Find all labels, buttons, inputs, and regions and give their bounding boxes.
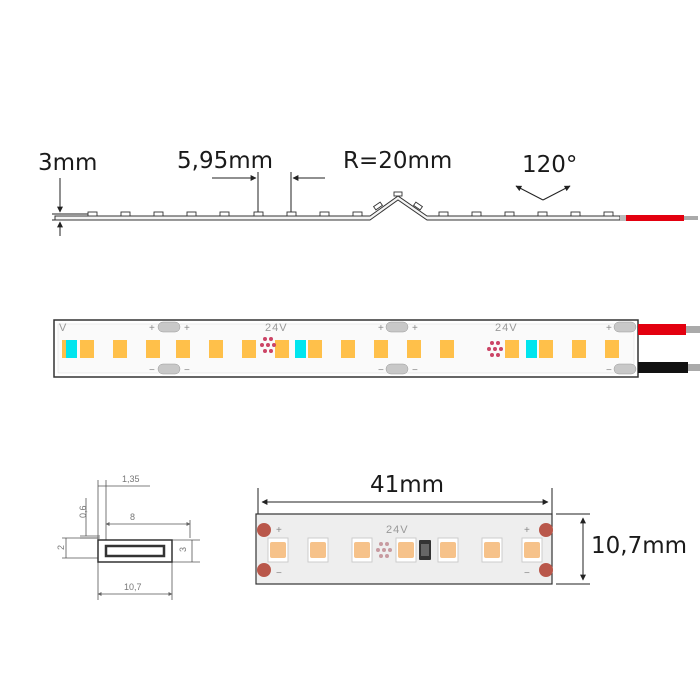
led-chip	[242, 340, 256, 358]
resistor-chip	[526, 340, 537, 358]
led-chip	[176, 340, 190, 358]
dim-3: 3	[178, 547, 188, 552]
dim-2: 2	[56, 545, 66, 550]
resistor-chip	[66, 340, 77, 358]
led-row	[62, 340, 619, 358]
closeup-led-lens	[524, 542, 540, 558]
copper-pads	[257, 523, 553, 577]
led-chip	[605, 340, 619, 358]
plus-mark: +	[276, 525, 282, 536]
led-chip	[341, 340, 355, 358]
plus-mark: +	[606, 323, 612, 334]
closeup-led-lens	[440, 542, 456, 558]
minus-mark: −	[149, 365, 155, 376]
wire-positive	[638, 324, 686, 335]
strip-top-view: V 24V 24V + + + + + − − − − −	[53, 319, 700, 378]
strip-width-label: 10,7mm	[591, 533, 687, 559]
led-chip	[539, 340, 553, 358]
ic-chip	[487, 341, 503, 357]
led-chip	[209, 340, 223, 358]
resistor-chip	[295, 340, 306, 358]
height-dimension	[52, 178, 90, 236]
minus-mark: −	[524, 568, 530, 579]
led-chip	[146, 340, 160, 358]
minus-mark: −	[606, 365, 612, 376]
minus-mark: −	[184, 365, 190, 376]
led-chip	[505, 340, 519, 358]
plus-mark: +	[412, 323, 418, 334]
plus-mark: +	[149, 323, 155, 334]
side-view: 3mm 5,95mm R=20mm 120°	[38, 148, 698, 236]
plus-mark: +	[184, 323, 190, 334]
dim-0-6: 0,6	[78, 505, 88, 518]
side-wire-red	[626, 215, 684, 221]
led-chip	[374, 340, 388, 358]
height-label: 3mm	[38, 150, 97, 176]
closeup-led-lens	[484, 542, 500, 558]
closeup-led-lens	[354, 542, 370, 558]
corner-mark: V	[59, 322, 67, 334]
profile-cross-section: 1,35 0,6 8 2 3 10,7	[56, 474, 200, 600]
minus-mark: −	[378, 365, 384, 376]
voltage-mark-2: 24V	[495, 322, 518, 334]
dim-10-7: 10,7	[124, 582, 142, 592]
led-chip	[572, 340, 586, 358]
width-label: 41mm	[370, 472, 444, 498]
angle-arrows	[515, 185, 571, 201]
closeup-led-lens	[398, 542, 414, 558]
radius-label: R=20mm	[343, 148, 452, 174]
closeup-ic	[376, 542, 392, 558]
plus-mark: +	[524, 525, 530, 536]
closeup-voltage: 24V	[386, 524, 409, 536]
angle-label: 120°	[522, 152, 577, 178]
minus-mark: −	[412, 365, 418, 376]
strip-closeup: 41mm 10,7mm + + − − 24V	[255, 472, 687, 585]
strip-side-profile	[54, 191, 698, 221]
pitch-label: 5,95mm	[177, 148, 273, 174]
wire-negative	[638, 362, 688, 373]
plus-mark: +	[378, 323, 384, 334]
led-chip	[275, 340, 289, 358]
dim-1-35: 1,35	[122, 474, 140, 484]
closeup-led-lens	[310, 542, 326, 558]
ic-chip	[260, 337, 276, 353]
led-chip	[80, 340, 94, 358]
minus-mark: −	[276, 568, 282, 579]
led-chip	[113, 340, 127, 358]
pitch-dimension	[212, 172, 325, 212]
closeup-led-row	[267, 537, 543, 563]
led-chip	[407, 340, 421, 358]
led-chip	[440, 340, 454, 358]
closeup-led-lens	[270, 542, 286, 558]
voltage-mark-1: 24V	[265, 322, 288, 334]
led-chip	[308, 340, 322, 358]
solder-pads	[157, 321, 637, 375]
dim-8: 8	[130, 512, 135, 522]
